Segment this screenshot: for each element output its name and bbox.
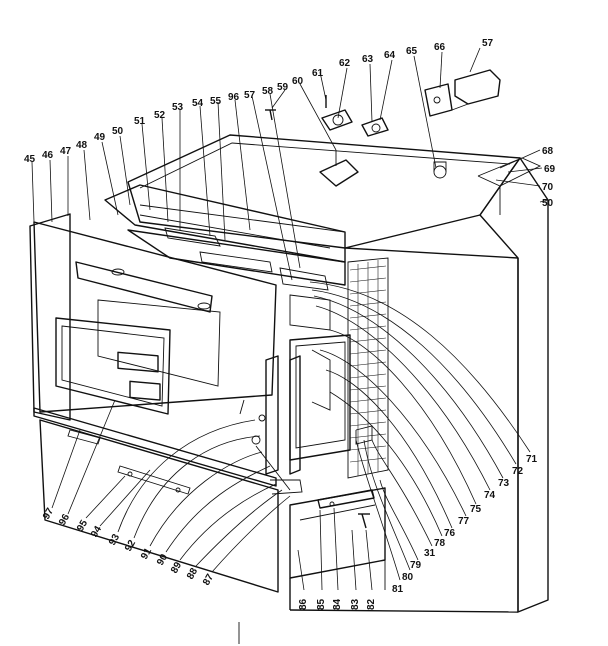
label-95: 95 — [75, 518, 90, 534]
label-53: 53 — [172, 102, 184, 113]
label-71: 71 — [526, 454, 538, 465]
label-58: 58 — [262, 86, 274, 97]
label-65: 65 — [406, 46, 418, 57]
lower-drawer — [39, 419, 279, 593]
label-96-left: 96 — [57, 512, 72, 528]
label-78: 78 — [434, 538, 446, 549]
insulation-panel — [347, 257, 389, 479]
top-components — [265, 69, 501, 187]
label-75: 75 — [470, 504, 482, 515]
label-62: 62 — [339, 58, 351, 69]
label-66: 66 — [434, 42, 446, 53]
control-panel-assembly — [104, 184, 346, 331]
label-73: 73 — [498, 478, 510, 489]
label-61: 61 — [312, 68, 324, 79]
cabinet-body — [127, 134, 549, 613]
label-69: 69 — [544, 164, 556, 175]
label-51: 51 — [134, 116, 146, 127]
part-labels: 57 66 65 64 63 62 61 60 59 58 57 96 55 5… — [24, 38, 556, 610]
label-57: 57 — [244, 90, 256, 101]
label-82: 82 — [366, 598, 377, 610]
label-81: 81 — [392, 584, 404, 595]
label-76: 76 — [444, 528, 456, 539]
label-79: 79 — [410, 560, 422, 571]
label-52: 52 — [154, 110, 166, 121]
oven-door — [29, 213, 277, 487]
label-60: 60 — [292, 76, 304, 87]
label-83: 83 — [350, 598, 361, 610]
leader-lines — [31, 47, 549, 591]
label-55: 55 — [210, 96, 222, 107]
label-46: 46 — [42, 150, 54, 161]
label-31: 31 — [424, 548, 436, 559]
label-84: 84 — [332, 598, 343, 610]
label-45: 45 — [24, 154, 36, 165]
label-94: 94 — [89, 524, 104, 540]
label-63: 63 — [362, 54, 374, 65]
label-92: 92 — [123, 538, 138, 554]
label-50-right: 50 — [542, 198, 554, 209]
label-47: 47 — [60, 146, 72, 157]
label-96-top: 96 — [228, 92, 240, 103]
label-93: 93 — [107, 532, 122, 548]
label-48: 48 — [76, 140, 88, 151]
label-77: 77 — [458, 516, 470, 527]
label-50-top: 50 — [112, 126, 124, 137]
label-70: 70 — [542, 182, 554, 193]
label-86: 86 — [298, 598, 309, 610]
label-72: 72 — [512, 466, 524, 477]
label-74: 74 — [484, 490, 496, 501]
label-64: 64 — [384, 50, 396, 61]
label-80: 80 — [402, 572, 414, 583]
label-91: 91 — [139, 546, 154, 562]
label-90: 90 — [155, 552, 170, 568]
label-97-left: 97 — [41, 506, 56, 522]
label-57-cord: 57 — [482, 38, 494, 49]
drawer-rails — [317, 425, 375, 529]
label-49: 49 — [94, 132, 106, 143]
burner-valve-assembly — [239, 349, 331, 495]
label-89: 89 — [169, 560, 184, 576]
label-87: 87 — [201, 572, 216, 588]
label-85: 85 — [316, 598, 327, 610]
label-54: 54 — [192, 98, 204, 109]
label-68: 68 — [542, 146, 554, 157]
label-59: 59 — [277, 82, 289, 93]
label-88: 88 — [185, 566, 200, 582]
